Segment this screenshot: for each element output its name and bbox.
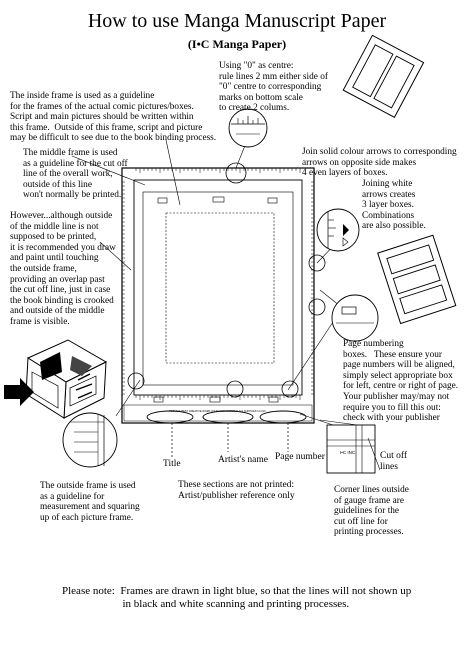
title-section-ellipse [146, 410, 194, 424]
zoom-circle-top-ruler [228, 108, 268, 148]
bottom-strip [123, 404, 313, 422]
label-cut-off-lines: Cut off lines [380, 451, 408, 472]
note-outside-frame: The outside frame is used as a guideline… [40, 481, 140, 523]
layout-two-columns [342, 34, 425, 119]
zoom-circle-right-arrows [316, 208, 360, 252]
top-box-left [157, 197, 168, 204]
arrow-right-icon [4, 378, 34, 406]
zoom-circle-bottom-left [62, 412, 118, 468]
sheet-circle-right-lower [308, 298, 326, 316]
note-joining-white: Joining white arrows creates 3 layer box… [362, 179, 426, 232]
page-number-box-right [268, 396, 279, 403]
top-box-right [267, 197, 278, 204]
sheet-circle-right [308, 254, 326, 272]
manga-book-illustration [25, 339, 108, 419]
footer-note: Please note: Frames are drawn in light b… [62, 585, 412, 610]
manuscript-sheet [121, 167, 315, 424]
note-however: However...although outside of the middle… [10, 211, 116, 327]
note-page-numbering: Page numbering boxes. These ensure your … [343, 339, 459, 424]
label-artists-name: Artist's name [218, 455, 268, 465]
note-corner-lines: Corner lines outside of gauge frame are … [334, 485, 409, 538]
bottom-strip-text: FOR THE BEST CREATIVE WORK ICS MANGA MAT… [169, 409, 267, 413]
page-number-section-ellipse [259, 410, 307, 424]
page-number-box-left [153, 396, 164, 403]
note-centre-scale: Using "0" as centre: rule lines 2 mm eit… [219, 61, 328, 114]
note-middle-frame: The middle frame is used as a guideline … [23, 148, 128, 201]
page-number-box-centre [209, 396, 221, 403]
top-box-centre [212, 196, 225, 203]
label-title: Title [163, 459, 181, 469]
note-inside-frame: The inside frame is used as a guideline … [10, 91, 217, 144]
zoom-corner-cutoff: I•C INC. [326, 424, 376, 474]
label-sections-note: These sections are not printed: Artist/p… [178, 480, 295, 501]
page-subtitle: (I•C Manga Paper) [187, 37, 287, 51]
sheet-circle-top [225, 162, 247, 184]
note-join-arrows: Join solid colour arrows to correspondin… [302, 147, 457, 179]
ruler-ticks [122, 168, 314, 400]
zoom-circle-page-number [331, 294, 379, 342]
sheet-circle-bottom-right [281, 380, 299, 398]
sheet-circle-bottom-centre [226, 380, 244, 398]
corner-brand: I•C INC. [340, 450, 356, 455]
page-title: How to use Manga Manuscript Paper [87, 10, 387, 32]
layout-three-layers [377, 234, 457, 325]
sheet-circle-bottom-left [127, 372, 145, 390]
label-page-number: Page number [275, 452, 325, 462]
